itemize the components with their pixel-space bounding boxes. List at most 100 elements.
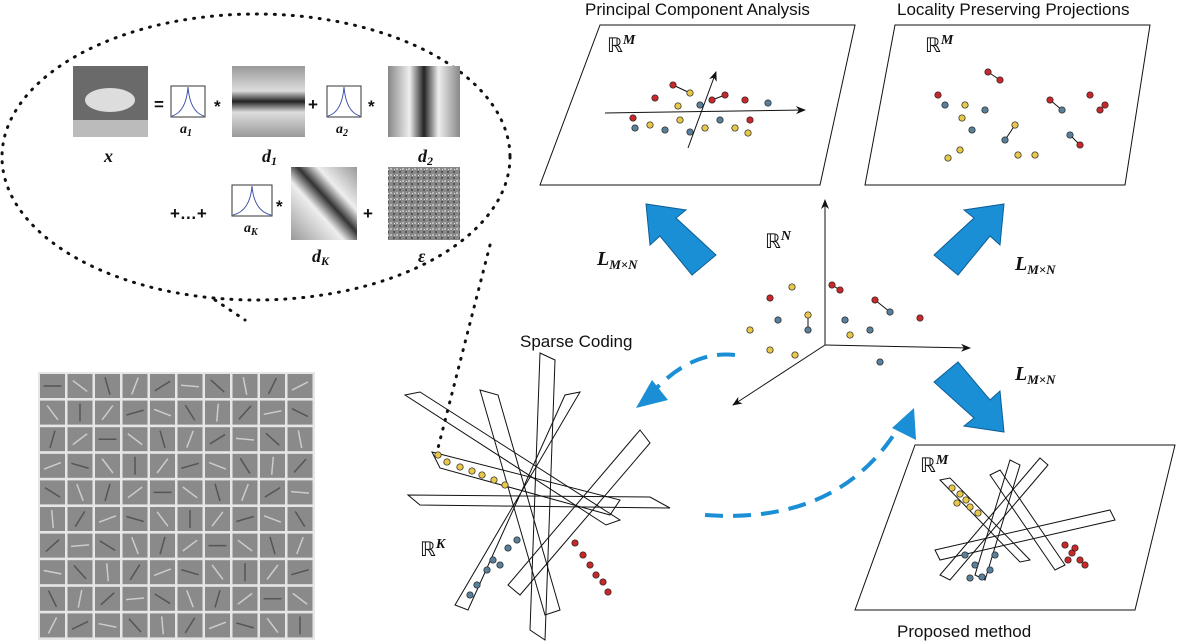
svg-text:aK: aK [244,221,259,238]
data-point [1081,561,1089,569]
sparse-coding-subspaces [403,352,671,641]
data-point [978,573,986,581]
data-point [766,346,774,354]
data-point [571,539,579,547]
svg-text:=: = [154,95,164,114]
dashed-arrow-to-proposed [704,423,902,518]
data-point [774,316,782,324]
data-point [961,551,969,559]
data-point [473,581,481,589]
zoom-ellipse [0,12,512,302]
data-point [1076,141,1084,149]
svg-text:*: * [276,197,283,216]
data-point [804,311,812,319]
data-point [828,281,836,289]
coefficient-a2-plot [326,85,362,118]
data-point [886,308,894,316]
svg-text:+: + [308,95,318,114]
svg-text:a2: a2 [336,122,348,139]
data-point [478,471,486,479]
learned-dictionary-grid [38,372,315,640]
data-point [1011,121,1019,129]
data-point [986,566,994,574]
data-point [708,96,716,104]
data-point [871,296,879,304]
data-point [599,578,607,586]
data-point [962,496,970,504]
data-point [846,331,854,339]
data-point [1058,106,1066,114]
data-point [1071,544,1079,552]
data-point [696,101,704,109]
data-point [1014,151,1022,159]
dictionary-atom-d2 [388,66,460,137]
svg-text:Principal Component Analysis: Principal Component Analysis [585,0,810,19]
data-point [504,544,512,552]
svg-text:LM×N: LM×N [1014,253,1056,277]
data-point [1061,541,1069,549]
data-point [604,588,612,596]
data-point [971,561,979,569]
data-point [721,91,729,99]
data-point [443,458,451,466]
data-point [746,116,754,124]
data-point [669,81,677,89]
data-point [791,351,799,359]
data-point [958,114,966,122]
svg-text:d2: d2 [418,146,433,168]
data-point [984,68,992,76]
data-point [804,326,812,334]
data-point [674,102,682,110]
horse-image [73,66,148,137]
svg-text:Locality Preserving Projection: Locality Preserving Projections [897,0,1129,19]
data-point [974,509,982,517]
svg-text:ℝK: ℝK [420,537,447,561]
pca-plane [539,24,856,186]
proposed-plane [854,444,1176,611]
svg-text:LM×N: LM×N [596,248,638,272]
svg-text:Sparse Coding: Sparse Coding [520,332,632,351]
data-point [941,101,949,109]
data-point [956,490,964,498]
svg-text:*: * [368,97,375,116]
dashed-arrow-to-sparse [648,352,736,397]
data-point [483,566,491,574]
data-point [1101,101,1109,109]
data-point [646,121,654,129]
data-point [981,106,989,114]
projection-arrow-pca [645,203,717,276]
data-point [631,124,639,132]
data-point [836,286,844,294]
data-point [468,467,476,475]
data-point [968,126,976,134]
data-point [766,294,774,302]
projection-arrow-proposed [933,361,1005,433]
svg-text:ε: ε [418,246,426,266]
svg-text:Proposed method: Proposed method [897,622,1031,641]
data-point [661,126,669,134]
data-point [586,561,594,569]
data-point [1096,106,1104,114]
data-point [841,316,849,324]
data-point [1001,136,1009,144]
svg-text:a1: a1 [180,122,192,139]
data-point [501,481,509,489]
data-point [956,146,964,154]
svg-text:ℝM: ℝM [920,453,949,477]
data-point [876,358,884,366]
data-point [466,591,474,599]
svg-text:*: * [214,97,221,116]
dotted-connector [435,243,492,454]
data-point [961,101,969,109]
svg-text:d1: d1 [262,146,277,168]
data-point [866,326,874,334]
svg-text:LM×N: LM×N [1014,363,1056,387]
svg-text:ℝM: ℝM [925,33,954,57]
projection-arrow-lpp [933,203,1005,276]
data-point [676,116,684,124]
data-point [592,571,600,579]
dotted-connector [213,298,247,322]
data-point [490,476,498,484]
data-point [741,96,749,104]
